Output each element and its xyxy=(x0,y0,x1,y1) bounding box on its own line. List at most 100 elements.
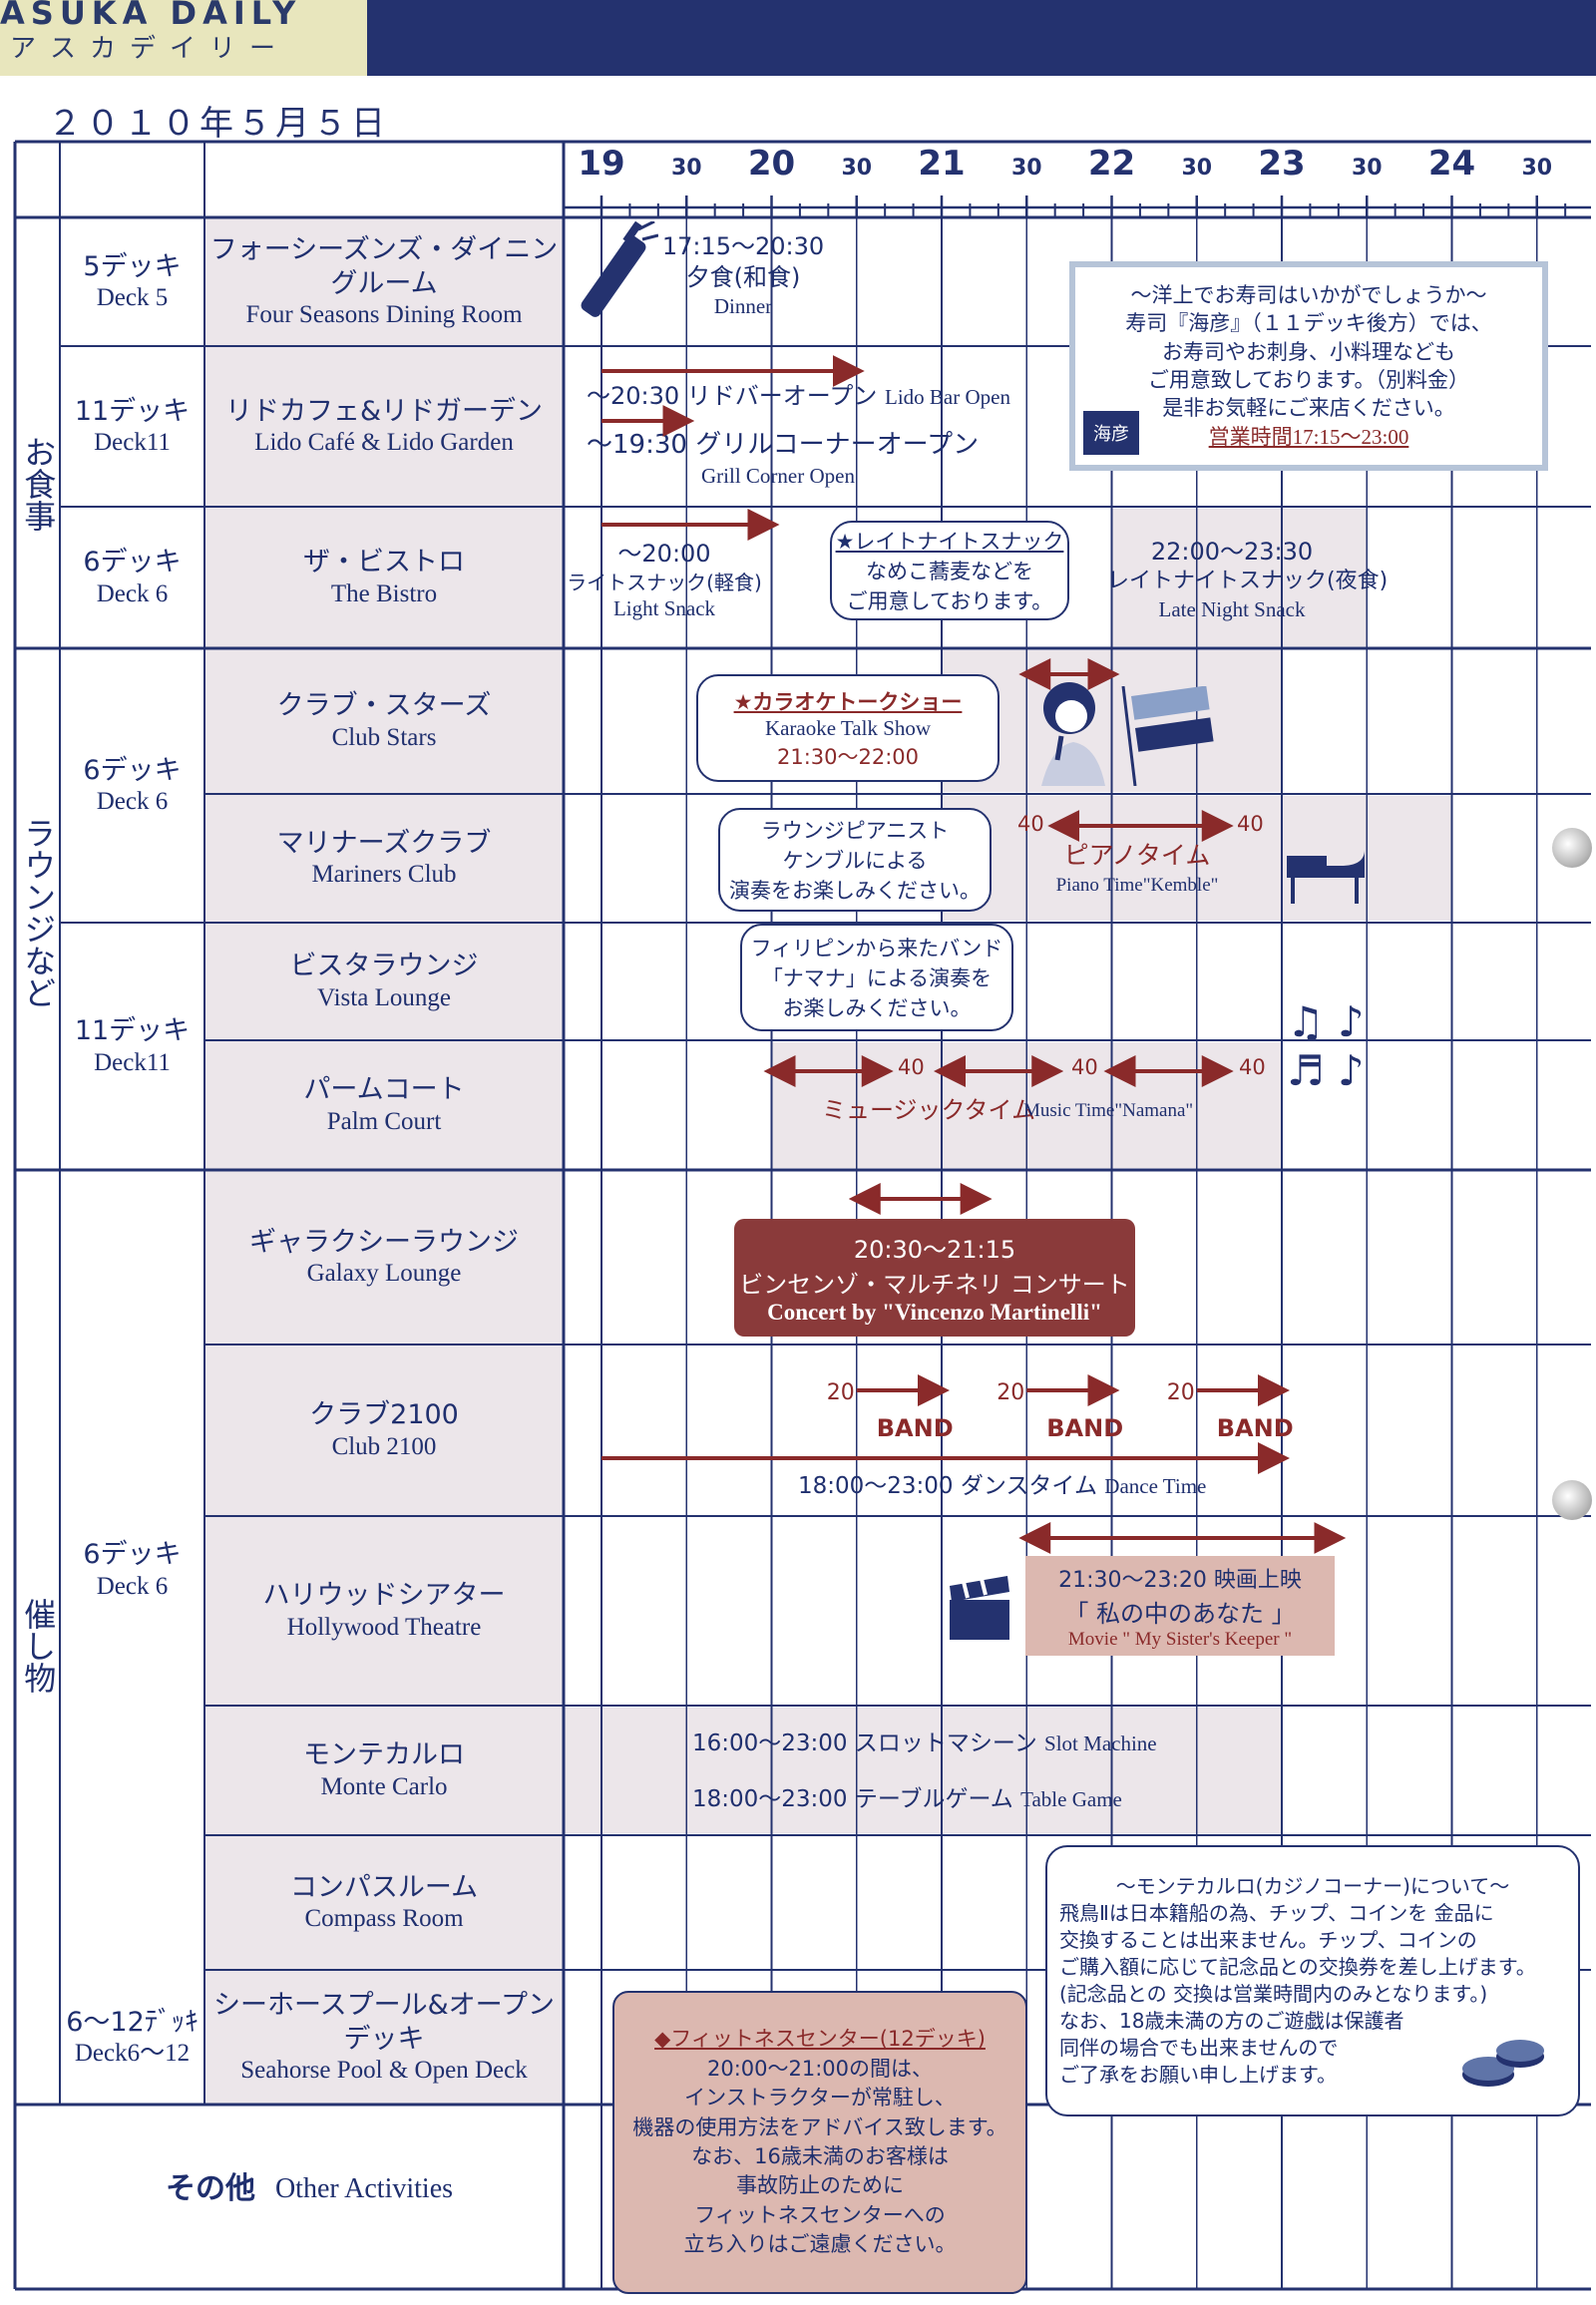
deck-jp: 11デッキ xyxy=(74,1015,191,1047)
fitness-title: ◆フィットネスセンター(12デッキ) xyxy=(654,2027,986,2052)
lido-bar-event: 〜20:30 リドバーオープン Lido Bar Open xyxy=(587,381,1010,412)
late-snack-note-l1: なめこ蕎麦などを xyxy=(866,560,1033,583)
sushi-line-2: 寿司『海彦』（１１デッキ後方）では、 xyxy=(1125,311,1492,336)
movie-en: Movie " My Sister's Keeper " xyxy=(1067,1628,1293,1650)
music-n3: 40 xyxy=(1239,1055,1266,1079)
hour-label: 20 xyxy=(747,144,796,184)
pianist-note-l2: ケンブルによる xyxy=(782,849,928,873)
dinner-en: Dinner xyxy=(713,294,773,319)
other-en: Other Activities xyxy=(274,2173,454,2205)
venue-cell-bg xyxy=(204,1170,564,1345)
casino-line-2: 交換することは出来ません。チップ、コインの xyxy=(1059,1928,1477,1952)
venue-cell-bg xyxy=(204,1835,564,1970)
venue-name-en: Vista Lounge xyxy=(317,983,451,1011)
late-snack-bg xyxy=(1111,509,1368,646)
category-entertainment: 催し物 xyxy=(19,1598,58,1694)
venue-name-en: Club Stars xyxy=(331,723,437,751)
fitness-line-3: 機器の使用方法をアドバイス致します。 xyxy=(632,2114,1007,2139)
movie-jp: 「 私の中のあなた 」 xyxy=(1064,1599,1296,1628)
fitness-line-7: 立ち入りはご遠慮ください。 xyxy=(683,2232,957,2257)
late-snack-en: Late Night Snack xyxy=(1158,596,1306,621)
band-label: BAND xyxy=(1046,1414,1124,1442)
monte-carlo-bg xyxy=(516,1708,1282,1833)
fitness-line-4: なお、16歳未満のお客様は xyxy=(691,2144,949,2168)
table-game-jp: 18:00〜23:00 テーブルゲーム xyxy=(692,1786,1013,1812)
venue-name-en: Monte Carlo xyxy=(320,1772,448,1800)
sushi-line-1: 〜洋上でお寿司はいかがでしょうか〜 xyxy=(1130,282,1487,307)
deck-en: Deck11 xyxy=(94,1048,171,1076)
hour-label: 19 xyxy=(578,144,625,184)
venue-name-jp: フォーシーズンズ・ダイニングルーム xyxy=(209,233,559,299)
venue-name-jp: コンパスルーム xyxy=(289,1871,479,1903)
venue-cell-bg xyxy=(204,1516,564,1706)
karaoke-en: Karaoke Talk Show xyxy=(764,715,932,740)
concert-en: Concert by "Vincenzo Martinelli" xyxy=(767,1300,1102,1325)
late-snack-note-title: ★レイトナイトスナック xyxy=(835,530,1064,554)
band-label: BAND xyxy=(876,1414,954,1442)
deck-jp: 6〜12ﾃﾞｯｷ xyxy=(66,2006,199,2038)
piano-time-en: Piano Time"Kemble" xyxy=(1055,875,1219,896)
slot-en: Slot Machine xyxy=(1044,1731,1157,1755)
venue-cell-bg xyxy=(204,648,564,794)
dance-en: Dance Time xyxy=(1104,1474,1207,1498)
deck-en: Deck 6 xyxy=(96,1572,169,1600)
late-snack-jp: レイトナイトスナック(夜食) xyxy=(1107,569,1389,594)
pianist-note: ラウンジピアニスト ケンブルによる 演奏をお楽しみください。 xyxy=(718,808,992,912)
grill-jp: 〜19:30 グリルコーナーオープン xyxy=(587,430,980,460)
movie-event: 21:30〜23:20 映画上映 「 私の中のあなた 」 Movie " My … xyxy=(1025,1556,1335,1656)
lido-bar-jp: 〜20:30 リドバーオープン xyxy=(587,382,878,410)
hour-label: 30 xyxy=(1181,156,1213,181)
piano-time-jp: ピアノタイム xyxy=(1063,841,1211,870)
venue-name-jp: ザ・ビストロ xyxy=(303,547,465,578)
dinner-event: 17:15〜20:30 夕食(和食) Dinner xyxy=(638,231,848,321)
venue-name-jp: ギャラクシーラウンジ xyxy=(249,1226,519,1258)
deck-en: Deck 5 xyxy=(96,284,169,312)
deck-en: Deck 6 xyxy=(96,579,169,607)
band-note: フィリピンから来たバンド 「ナマナ」による演奏を お楽しみください。 xyxy=(740,924,1013,1031)
venue-cell-bg xyxy=(204,1970,564,2105)
fitness-note: ◆フィットネスセンター(12デッキ) 20:00〜21:00の間は、 インストラ… xyxy=(612,1991,1027,2294)
pianist-note-l3: 演奏をお楽しみください。 xyxy=(729,879,981,903)
dance-time: 18:00〜23:00 ダンスタイム Dance Time xyxy=(798,1472,1206,1502)
casino-chips-icon xyxy=(1462,2040,1544,2087)
karaoke-time: 21:30〜22:00 xyxy=(776,744,920,769)
header-title-block xyxy=(0,0,367,76)
music-n2: 40 xyxy=(1071,1055,1098,1079)
header-title-jp: アスカデイリー xyxy=(10,34,290,64)
karaoke-title: ★カラオケトークショー xyxy=(733,689,963,714)
band-interval: 20 xyxy=(997,1380,1025,1405)
venue-cell-bg xyxy=(204,346,564,507)
sushi-notice: 〜洋上でお寿司はいかがでしょうか〜 寿司『海彦』（１１デッキ後方）では、 お寿司… xyxy=(1069,261,1548,471)
casino-line-5: なお、18歳未満の方のご遊戯は保護者 xyxy=(1059,2009,1404,2033)
venue-name-jp: モンテカルロ xyxy=(303,1739,465,1771)
venue-name-en: Mariners Club xyxy=(311,861,457,889)
venue-name-en: Hollywood Theatre xyxy=(286,1613,482,1641)
fitness-line-6: フィットネスセンターへの xyxy=(694,2202,946,2227)
casino-line-7: ご了承をお願い申し上げます。 xyxy=(1059,2063,1337,2087)
deck-jp: 6デッキ xyxy=(83,1539,182,1571)
other-jp: その他 xyxy=(165,2171,255,2207)
hour-label: 30 xyxy=(1521,156,1553,181)
deck-jp: 11デッキ xyxy=(74,395,191,427)
venue-name-jp: シーホースプール&オープンデッキ xyxy=(212,1989,556,2055)
venue-cell-bg xyxy=(204,794,564,923)
late-snack-event: 22:00〜23:30 レイトナイトスナック(夜食) Late Night Sn… xyxy=(1107,537,1389,623)
band-label: BAND xyxy=(1216,1414,1294,1442)
band-interval: 20 xyxy=(1166,1380,1195,1405)
band-interval: 20 xyxy=(826,1380,855,1405)
venue-name-jp: ビスタラウンジ xyxy=(289,951,479,982)
header-band xyxy=(367,0,1596,76)
movie-time: 21:30〜23:20 映画上映 xyxy=(1058,1567,1302,1593)
piano-n1: 40 xyxy=(1017,812,1044,836)
